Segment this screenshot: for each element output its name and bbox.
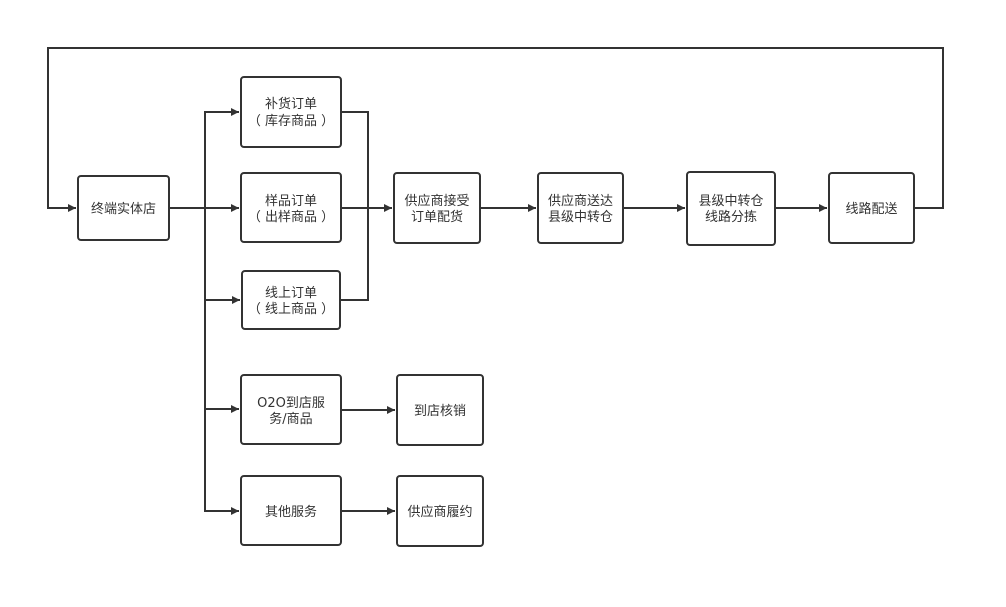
node-supplier-deliver-line-1: 供应商送达 <box>548 193 613 209</box>
edge-terminal-store-to-restock-order <box>204 108 239 208</box>
node-route-delivery: 线路配送 <box>828 172 915 244</box>
node-online-order-line-2: （ 线上商品 ） <box>248 302 334 317</box>
node-other-service-label: 其他服务 <box>265 504 317 520</box>
node-supplier-fulfill-label: 供应商履约 <box>407 504 472 520</box>
edge-terminal-store-to-o2o-service <box>204 208 239 413</box>
edges <box>47 47 944 515</box>
node-o2o-service: O2O到店服 务/商品 <box>240 374 342 445</box>
node-terminal-store: 终端实体店 <box>77 175 170 241</box>
node-online-order: 线上订单 （ 线上商品 ） <box>241 270 341 330</box>
node-county-sort-line-2: 线路分拣 <box>705 209 757 225</box>
edge-route-delivery-to-terminal-store <box>47 47 944 212</box>
node-route-delivery-label: 线路配送 <box>845 201 897 217</box>
node-restock-order: 补货订单 （ 库存商品 ） <box>240 76 342 148</box>
nodes: 终端实体店 补货订单 （ 库存商品 ） 样品订单 （ 出样商品 ） 线上订单 （… <box>77 76 915 547</box>
node-county-sort-line-1: 县级中转仓 <box>698 194 763 209</box>
node-terminal-store-label: 终端实体店 <box>91 201 156 217</box>
node-instore-redeem-label: 到店核销 <box>414 404 466 419</box>
edge-online-order-to-supplier-accept <box>341 208 369 301</box>
node-other-service: 其他服务 <box>240 475 342 546</box>
node-online-order-line-1: 线上订单 <box>265 286 317 301</box>
node-restock-order-line-2: （ 库存商品 ） <box>248 113 334 129</box>
node-supplier-fulfill: 供应商履约 <box>396 475 484 547</box>
node-sample-order-line-2: （ 出样商品 ） <box>248 210 334 225</box>
node-supplier-deliver: 供应商送达 县级中转仓 <box>537 172 624 244</box>
node-supplier-accept-line-2: 订单配货 <box>411 209 463 225</box>
node-instore-redeem: 到店核销 <box>396 374 484 446</box>
node-supplier-accept-line-1: 供应商接受 <box>404 193 469 209</box>
node-sample-order-line-1: 样品订单 <box>265 194 317 209</box>
node-sample-order: 样品订单 （ 出样商品 ） <box>240 172 342 243</box>
node-supplier-accept: 供应商接受 订单配货 <box>393 172 481 244</box>
edge-terminal-store-to-other-service <box>204 208 239 515</box>
node-restock-order-line-1: 补货订单 <box>265 96 317 112</box>
node-supplier-deliver-line-2: 县级中转仓 <box>548 210 613 225</box>
node-o2o-service-line-2: 务/商品 <box>269 411 312 427</box>
node-county-sort: 县级中转仓 线路分拣 <box>686 171 776 246</box>
edge-terminal-store-to-online-order <box>204 208 240 304</box>
node-o2o-service-line-1: O2O到店服 <box>257 396 325 411</box>
edge-restock-order-to-supplier-accept <box>342 111 392 212</box>
